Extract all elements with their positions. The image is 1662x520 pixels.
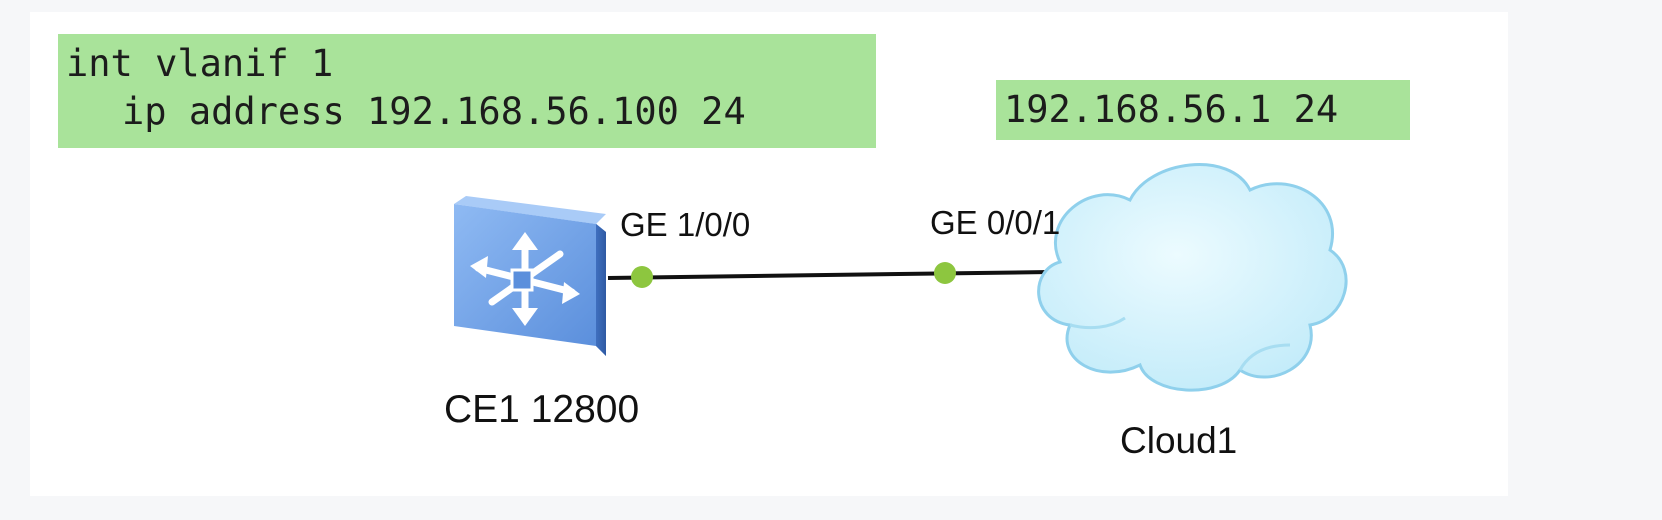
switch-label: CE1 12800 <box>444 388 640 431</box>
cloud-ip-note: 192.168.56.1 24 <box>996 80 1410 140</box>
port-dot-cloud[interactable] <box>934 262 956 284</box>
config-line-2: ip address 192.168.56.100 24 <box>122 90 746 133</box>
config-note: int vlanif 1 ip address 192.168.56.100 24 <box>58 34 876 148</box>
cloud-port-label: GE 0/0/1 <box>930 204 1061 241</box>
port-dot-switch[interactable] <box>631 266 653 288</box>
cloud-label: Cloud1 <box>1120 420 1238 461</box>
cloud-icon[interactable] <box>1037 163 1348 392</box>
switch-port-label: GE 1/0/0 <box>620 206 751 243</box>
link-line[interactable] <box>607 270 1051 280</box>
switch-icon[interactable] <box>454 196 606 356</box>
config-line-1: int vlanif 1 <box>66 42 334 85</box>
